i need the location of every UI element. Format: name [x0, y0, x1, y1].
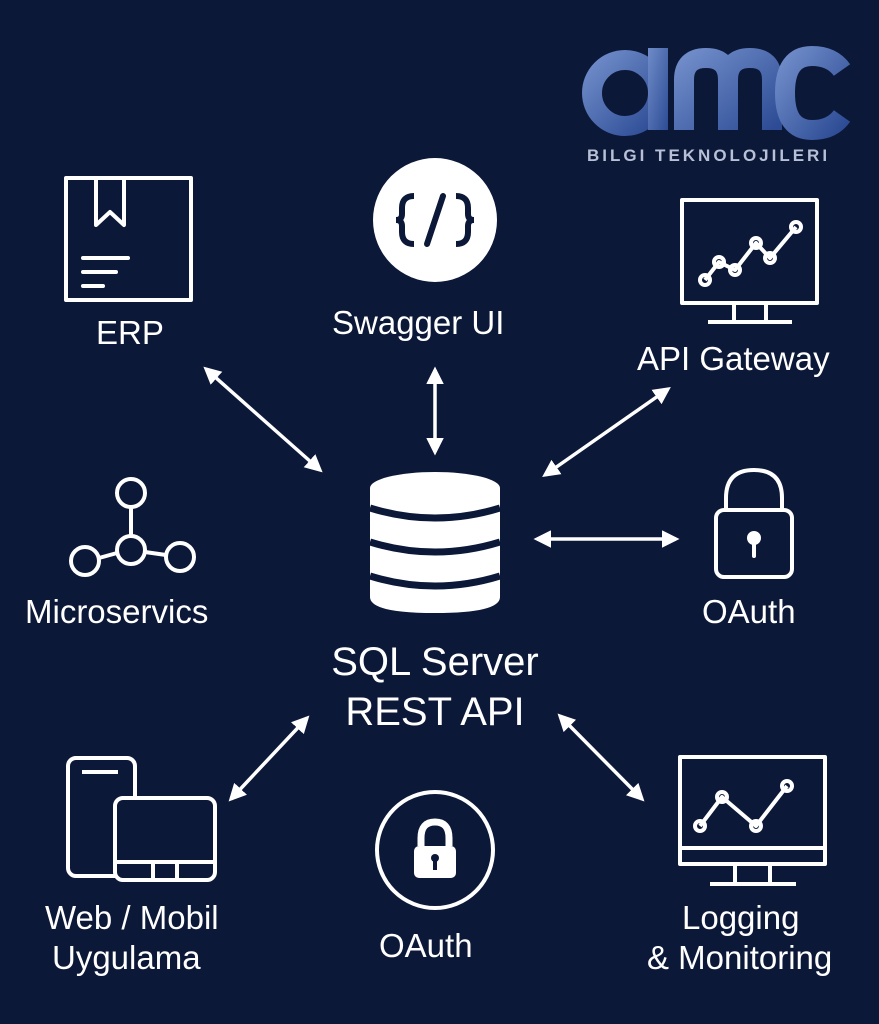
logo-letter-c — [774, 45, 851, 141]
center-title-line1: SQL Server — [331, 640, 539, 684]
center-title-line2: REST API — [345, 690, 525, 734]
padlock-icon — [714, 467, 794, 579]
logo-subtitle: BILGI TEKNOLOJILERI — [587, 146, 831, 165]
oauth-bottom-label: OAuth — [379, 927, 473, 964]
package-box-icon — [64, 176, 193, 302]
arrow-web-mobile — [228, 715, 310, 802]
monitor-chart-icon — [678, 755, 827, 886]
monitor-chart-icon — [680, 198, 819, 324]
swagger-label: Swagger UI — [332, 304, 505, 341]
logging-label-line1: Logging — [682, 899, 800, 936]
oauth-right-label: OAuth — [702, 593, 796, 630]
database-icon — [368, 472, 502, 613]
web-mobile-label-line2: Uygulama — [52, 939, 201, 976]
logging-label-line2: & Monitoring — [647, 939, 833, 976]
company-logo — [582, 45, 851, 141]
microservices-label: Microservics — [25, 593, 209, 630]
api-gateway-label: API Gateway — [637, 340, 830, 377]
network-nodes-icon — [69, 477, 196, 577]
devices-icon — [66, 756, 217, 882]
arrow-erp — [203, 366, 323, 473]
erp-label: ERP — [96, 314, 164, 351]
connection-arrows — [203, 366, 680, 802]
code-brackets-icon — [373, 158, 497, 282]
lock-circle-icon — [375, 790, 495, 910]
logo-letter-m — [674, 47, 782, 130]
web-mobile-label-line1: Web / Mobil — [45, 899, 219, 936]
arrow-gateway — [542, 386, 671, 478]
logo-letter-d-stem — [648, 48, 668, 130]
arrow-logging — [557, 713, 645, 802]
